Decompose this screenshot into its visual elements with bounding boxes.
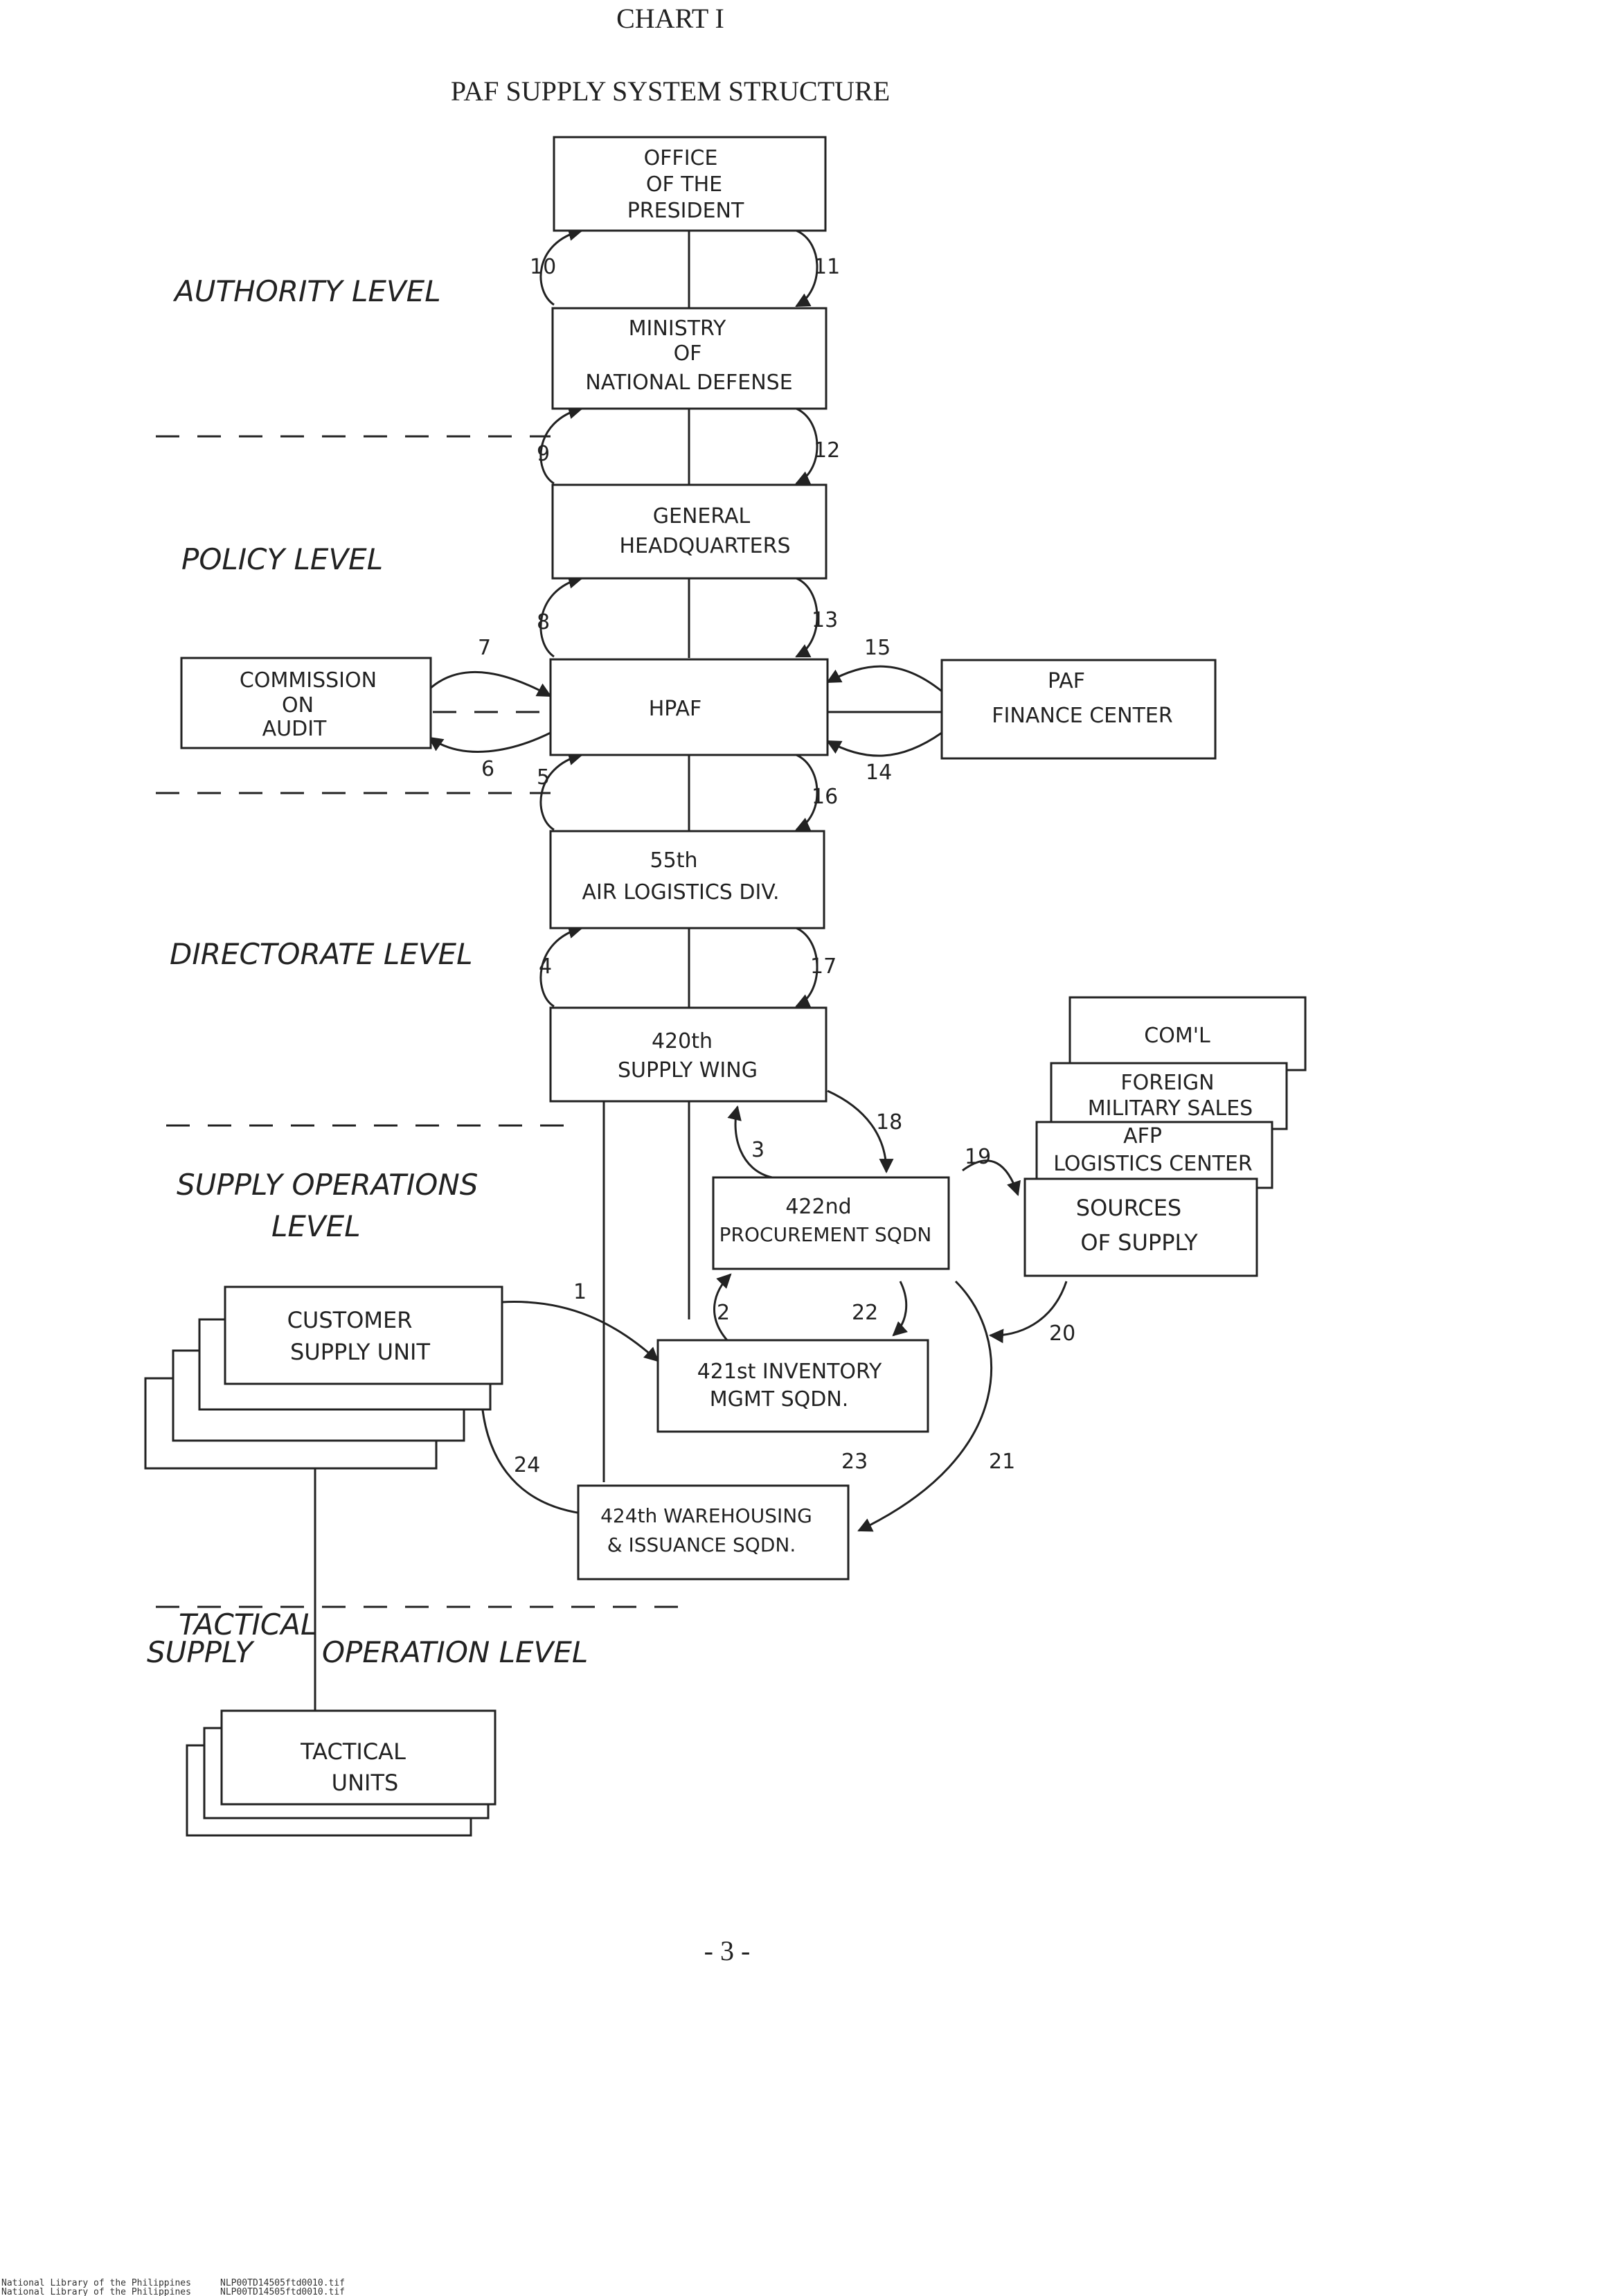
svg-text:& ISSUANCE SQDN.: & ISSUANCE SQDN. bbox=[607, 1533, 796, 1556]
flow-number: 14 bbox=[866, 760, 892, 785]
fms-box bbox=[1050, 1062, 1288, 1130]
sources-label-2: OF SUPPLY bbox=[1080, 1229, 1198, 1256]
flow-number: 20 bbox=[1049, 1321, 1075, 1346]
level-tactical-3: OPERATION LEVEL bbox=[322, 1635, 588, 1669]
svg-text:CUSTOMER: CUSTOMER bbox=[287, 1307, 413, 1333]
flow-number: 21 bbox=[989, 1450, 1015, 1474]
flow-number: 15 bbox=[864, 636, 891, 660]
level-tactical: TACTICAL bbox=[179, 1608, 316, 1641]
svg-text:421st INVENTORY: 421st INVENTORY bbox=[697, 1360, 882, 1384]
svg-text:COMMISSION: COMMISSION bbox=[240, 668, 377, 693]
flow-number: 9 bbox=[537, 442, 550, 466]
sources-label-1: SOURCES bbox=[1076, 1195, 1181, 1221]
svg-text:MINISTRY: MINISTRY bbox=[629, 317, 726, 341]
coml-label: COM'L bbox=[1144, 1024, 1210, 1048]
level-directorate: DIRECTORATE LEVEL bbox=[170, 937, 473, 971]
coml-box bbox=[1068, 996, 1307, 1071]
svg-text:HEADQUARTERS: HEADQUARTERS bbox=[619, 534, 790, 558]
flow-number: 24 bbox=[514, 1453, 540, 1477]
node-supply-wing: 420th SUPPLY WING bbox=[549, 1006, 828, 1103]
chart-title: PAF SUPPLY SYSTEM STRUCTURE bbox=[451, 75, 890, 107]
level-separators bbox=[156, 435, 682, 1608]
svg-text:TACTICAL: TACTICAL bbox=[300, 1738, 406, 1765]
node-general-headquarters: GENERAL HEADQUARTERS bbox=[551, 483, 828, 580]
flow-number: 22 bbox=[852, 1301, 878, 1325]
node-warehousing-sqdn: 424th WAREHOUSING & ISSUANCE SQDN. bbox=[577, 1484, 850, 1581]
afp-log-box bbox=[1035, 1121, 1273, 1189]
flow-arrows bbox=[428, 226, 1068, 1532]
node-inventory-sqdn: 421st INVENTORY MGMT SQDN. bbox=[656, 1339, 929, 1433]
flow-number: 6 bbox=[481, 757, 494, 781]
node-air-logistics-div: 55th AIR LOGISTICS DIV. bbox=[549, 830, 825, 929]
sources-box bbox=[1023, 1177, 1258, 1277]
node-customer-supply-unit: CUSTOMER SUPPLY UNIT bbox=[224, 1285, 503, 1385]
svg-text:PROCUREMENT SQDN: PROCUREMENT SQDN bbox=[719, 1223, 932, 1246]
connector-lines bbox=[314, 231, 942, 1711]
svg-text:MGMT SQDN.: MGMT SQDN. bbox=[710, 1387, 849, 1412]
flow-number: 1 bbox=[573, 1280, 587, 1304]
level-supply-operations: SUPPLY OPERATIONS bbox=[177, 1168, 478, 1202]
node-hpaf: HPAF bbox=[549, 658, 829, 756]
flow-number: 2 bbox=[717, 1301, 730, 1325]
flow-number: 5 bbox=[537, 765, 550, 790]
level-tactical-2: SUPPLY bbox=[147, 1635, 255, 1669]
svg-text:424th WAREHOUSING: 424th WAREHOUSING bbox=[600, 1504, 812, 1527]
flow-number: 19 bbox=[965, 1145, 991, 1169]
flow-step-numbers: 1 2 3 4 5 6 7 8 9 10 11 12 13 14 15 16 1… bbox=[478, 255, 1075, 1477]
svg-text:SUPPLY UNIT: SUPPLY UNIT bbox=[290, 1339, 430, 1365]
flow-number: 11 bbox=[814, 255, 840, 279]
svg-text:55th: 55th bbox=[650, 848, 698, 873]
svg-text:AUDIT: AUDIT bbox=[262, 717, 327, 741]
svg-text:UNITS: UNITS bbox=[332, 1770, 399, 1796]
flow-number: 13 bbox=[812, 608, 838, 632]
svg-text:420th: 420th bbox=[652, 1029, 713, 1053]
svg-text:FINANCE CENTER: FINANCE CENTER bbox=[992, 704, 1172, 728]
flow-number: 17 bbox=[810, 954, 837, 979]
footer-line-1-left: National Library of the Philippines bbox=[1, 2278, 191, 2288]
fms-label-1: FOREIGN bbox=[1120, 1071, 1214, 1095]
flow-number: 4 bbox=[539, 954, 552, 979]
footer-line-2-right: NLP00TD14505ftd0010.tif bbox=[220, 2287, 345, 2296]
node-office-president: OFFICE OF THE PRESIDENT bbox=[553, 136, 827, 232]
chart-label: CHART I bbox=[616, 3, 724, 34]
sources-stack: COM'L FOREIGN MILITARY SALES AFP LOGISTI… bbox=[1023, 996, 1307, 1277]
node-paf-finance-center: PAF FINANCE CENTER bbox=[940, 659, 1217, 760]
svg-text:PAF: PAF bbox=[1048, 669, 1085, 693]
level-supply-operations-2: LEVEL bbox=[271, 1209, 361, 1243]
afp-log-label-1: AFP bbox=[1123, 1124, 1162, 1148]
svg-text:422nd: 422nd bbox=[785, 1195, 851, 1219]
node-commission-on-audit: COMMISSION ON AUDIT bbox=[180, 657, 432, 749]
node-procurement-sqdn: 422nd PROCUREMENT SQDN bbox=[712, 1176, 950, 1270]
svg-text:HPAF: HPAF bbox=[649, 697, 702, 721]
level-authority: AUTHORITY LEVEL bbox=[172, 274, 441, 308]
page-number: - 3 - bbox=[704, 1935, 751, 1966]
flow-number: 23 bbox=[841, 1450, 868, 1474]
node-ministry: MINISTRY OF NATIONAL DEFENSE bbox=[551, 307, 828, 410]
flow-number: 7 bbox=[478, 636, 491, 660]
svg-text:AIR LOGISTICS DIV.: AIR LOGISTICS DIV. bbox=[582, 880, 780, 905]
svg-text:SUPPLY WING: SUPPLY WING bbox=[618, 1058, 758, 1083]
node-tactical-units: TACTICAL UNITS bbox=[220, 1709, 497, 1806]
level-policy: POLICY LEVEL bbox=[181, 542, 383, 576]
flow-number: 18 bbox=[876, 1110, 902, 1134]
flow-number: 8 bbox=[537, 610, 550, 634]
fms-label-2: MILITARY SALES bbox=[1088, 1096, 1253, 1121]
afp-log-label-2: LOGISTICS CENTER bbox=[1053, 1152, 1253, 1176]
flow-number: 10 bbox=[530, 255, 556, 279]
flow-number: 16 bbox=[812, 785, 838, 809]
footer-line-2-left: National Library of the Philippines bbox=[1, 2287, 191, 2296]
svg-text:ON: ON bbox=[282, 693, 314, 718]
footer-line-1-right: NLP00TD14505ftd0010.tif bbox=[220, 2278, 345, 2288]
svg-text:NATIONAL DEFENSE: NATIONAL DEFENSE bbox=[585, 371, 792, 395]
svg-text:OFFICE: OFFICE bbox=[644, 146, 718, 170]
svg-text:PRESIDENT: PRESIDENT bbox=[627, 199, 744, 223]
svg-text:OF THE: OF THE bbox=[646, 172, 722, 197]
flow-number: 12 bbox=[814, 438, 840, 463]
svg-text:OF: OF bbox=[674, 341, 702, 366]
flow-number: 3 bbox=[751, 1138, 764, 1162]
svg-text:GENERAL: GENERAL bbox=[653, 504, 751, 528]
